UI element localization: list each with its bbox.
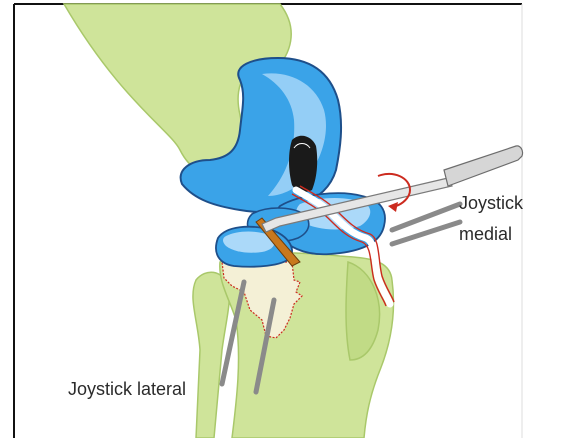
intercondylar-notch — [289, 136, 317, 192]
rotation-arrowhead — [388, 202, 398, 212]
label-joystick-medial-line2: medial — [459, 224, 512, 245]
label-joystick-lateral: Joystick lateral — [68, 379, 186, 400]
label-joystick-medial-line1: Joystick — [459, 193, 523, 214]
fibula — [193, 272, 229, 438]
elevator-handle — [444, 146, 523, 186]
